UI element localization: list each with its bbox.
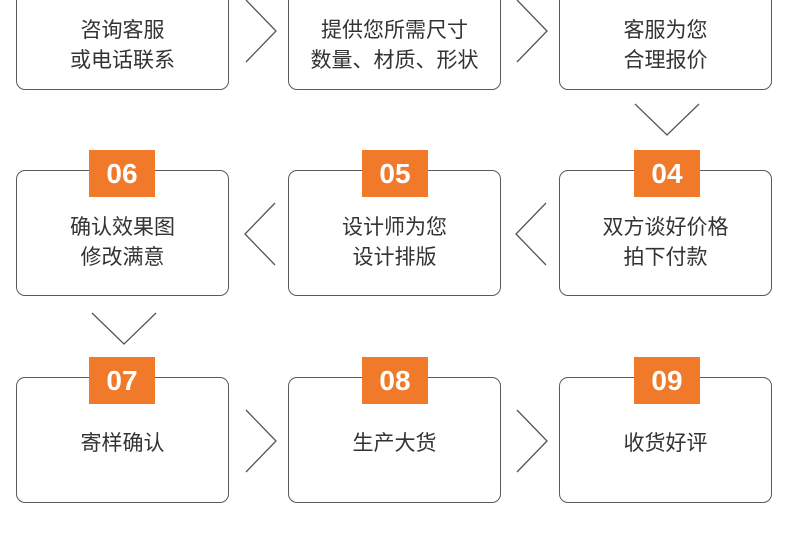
step-3-box: 客服为您 合理报价 bbox=[559, 0, 772, 90]
step-5-line-1: 设计师为您 bbox=[342, 215, 447, 239]
step-1-box: 咨询客服 或电话联系 bbox=[16, 0, 229, 90]
chevron-left-icon bbox=[515, 202, 547, 266]
step-3-line-1: 客服为您 bbox=[623, 18, 708, 42]
step-8-line-1: 生产大货 bbox=[352, 431, 437, 455]
step-7-line-1: 寄样确认 bbox=[80, 431, 165, 455]
chevron-right-icon bbox=[245, 409, 277, 473]
step-2-line-1: 提供您所需尺寸 bbox=[321, 18, 468, 42]
chevron-down-icon bbox=[91, 312, 157, 345]
step-6-line-1: 确认效果图 bbox=[70, 215, 175, 239]
step-3-line-2: 合理报价 bbox=[623, 48, 708, 72]
chevron-right-icon bbox=[516, 409, 548, 473]
chevron-right-icon bbox=[245, 0, 277, 63]
step-2-line-2: 数量、材质、形状 bbox=[310, 48, 479, 72]
step-4-line-2: 拍下付款 bbox=[623, 245, 708, 269]
step-4-line-1: 双方谈好价格 bbox=[602, 215, 729, 239]
step-8-badge: 08 bbox=[362, 357, 428, 404]
step-6-line-2: 修改满意 bbox=[80, 245, 165, 269]
step-5-badge: 05 bbox=[362, 150, 428, 197]
step-1-line-2: 或电话联系 bbox=[70, 48, 175, 72]
step-4-badge: 04 bbox=[634, 150, 700, 197]
step-9-badge: 09 bbox=[634, 357, 700, 404]
step-2-box: 提供您所需尺寸 数量、材质、形状 bbox=[288, 0, 501, 90]
step-5-line-2: 设计排版 bbox=[352, 245, 437, 269]
step-6-badge: 06 bbox=[89, 150, 155, 197]
chevron-left-icon bbox=[244, 202, 276, 266]
step-7-badge: 07 bbox=[89, 357, 155, 404]
chevron-down-icon bbox=[634, 103, 700, 136]
step-1-line-1: 咨询客服 bbox=[80, 18, 165, 42]
step-9-line-1: 收货好评 bbox=[623, 431, 708, 455]
chevron-right-icon bbox=[516, 0, 548, 63]
